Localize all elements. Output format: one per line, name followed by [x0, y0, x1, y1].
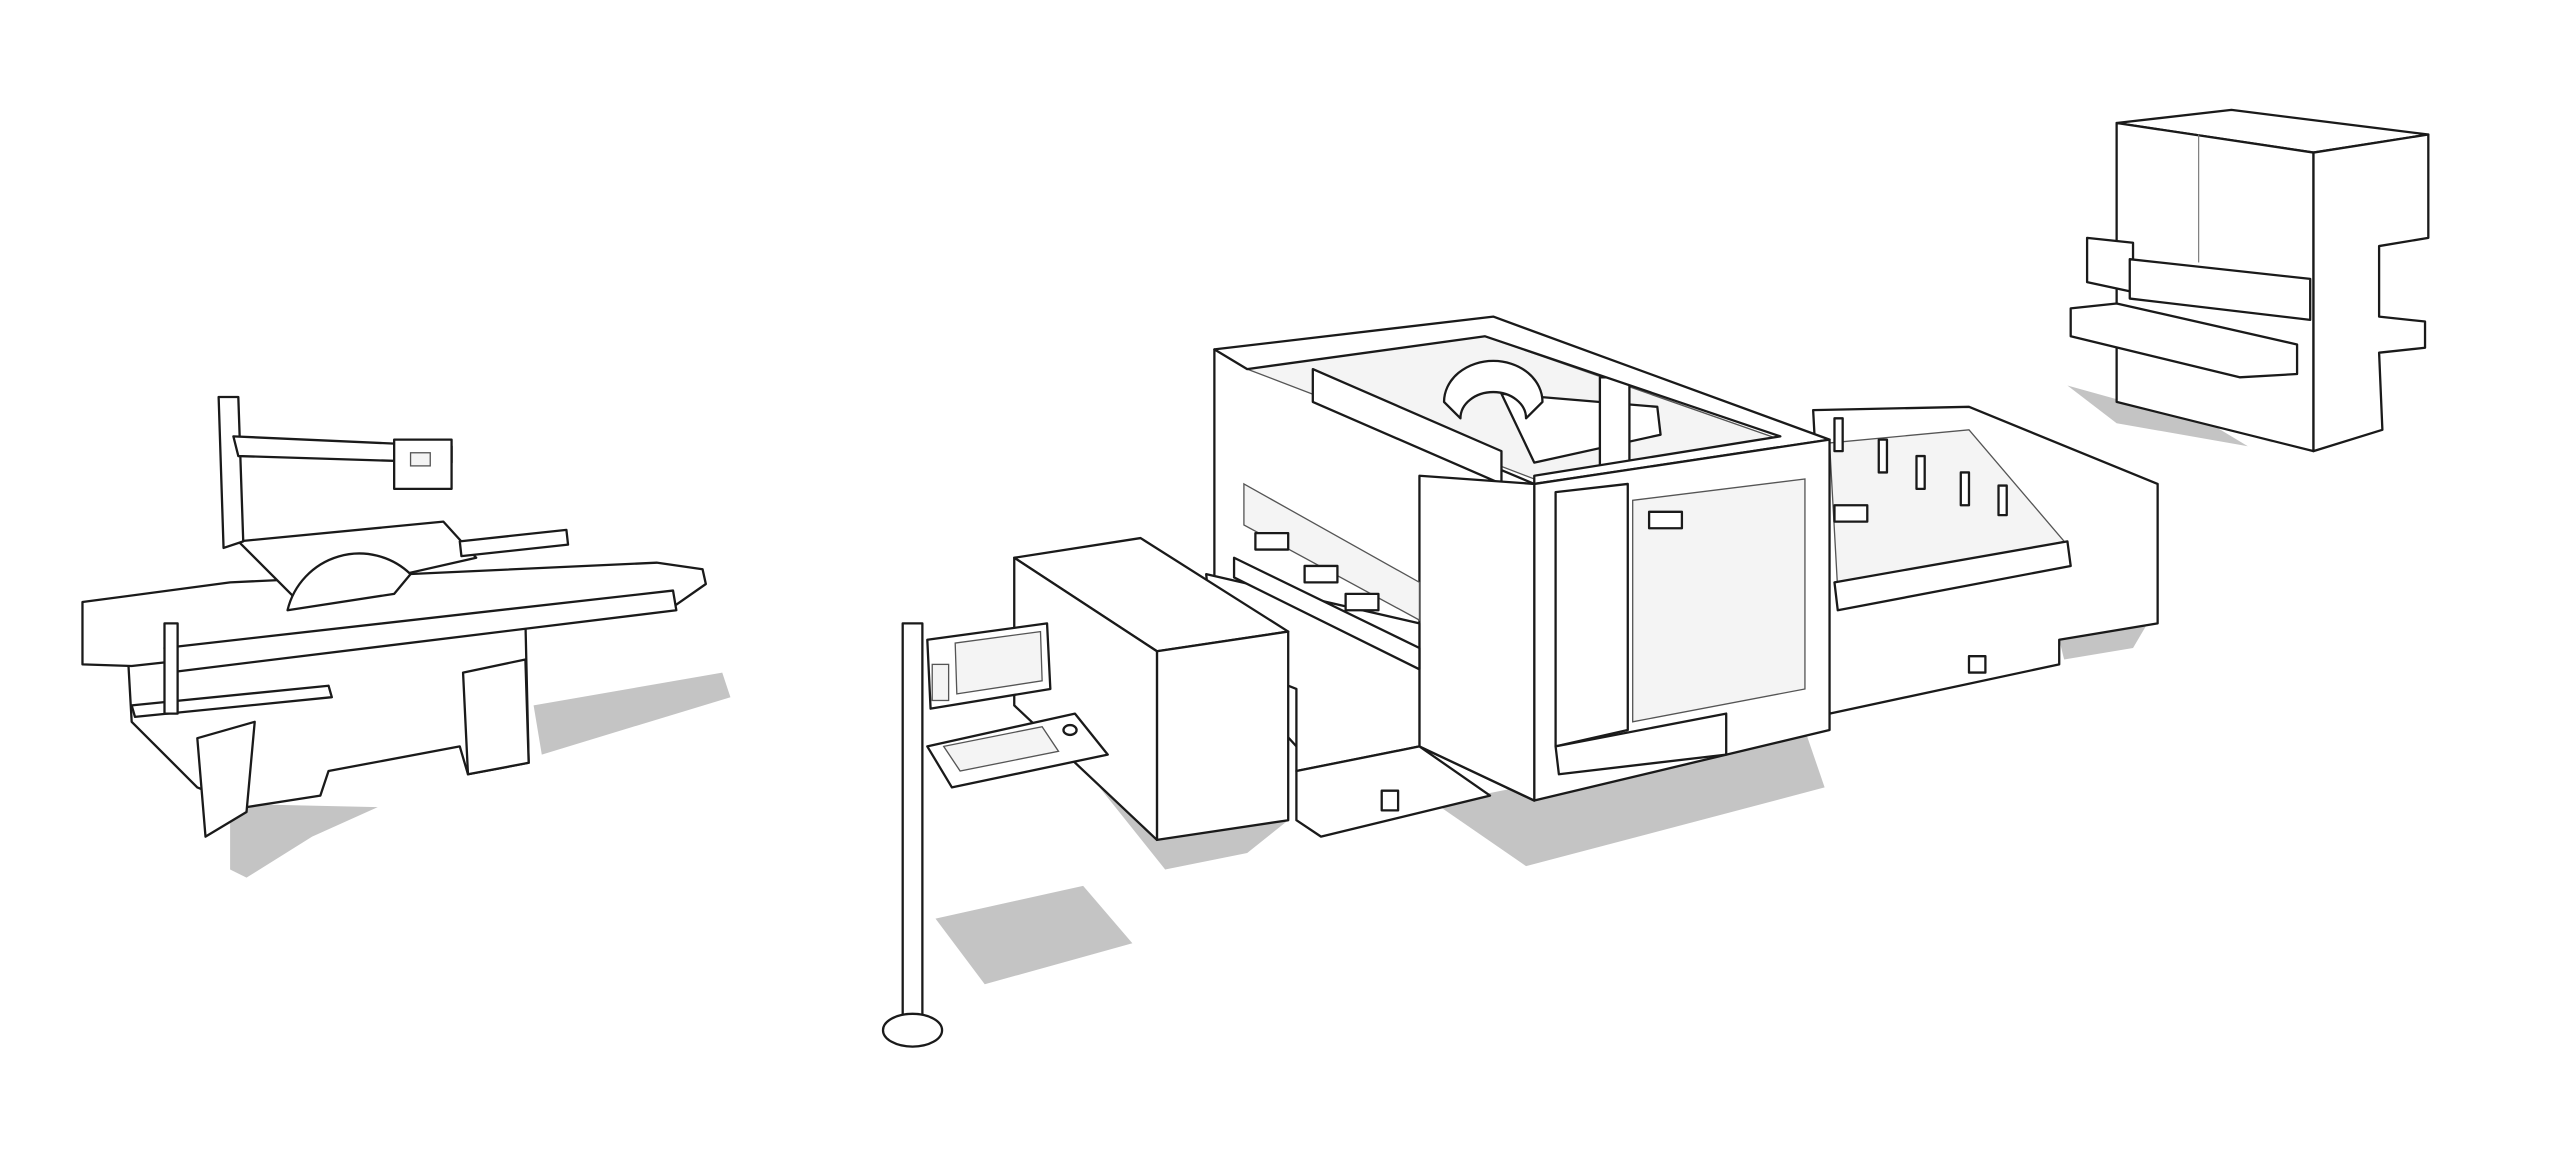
suction-cup [1254, 531, 1290, 551]
tool-holder [1915, 454, 1926, 491]
panel-saw-shadow [533, 672, 731, 755]
fence-stop [163, 622, 179, 715]
enclosure-top-frame [1213, 315, 1831, 486]
electrical-cabinet-front [1155, 630, 1290, 842]
tool-holder [1877, 438, 1889, 474]
console-pole [901, 622, 924, 1027]
cnc-shadow-main [1435, 730, 1825, 867]
operator-console [881, 622, 1133, 1048]
console-screen [954, 630, 1043, 695]
tool-holder [1959, 471, 1971, 507]
front-pillar [1418, 474, 1536, 802]
sander-infeed-table [2069, 302, 2299, 379]
panel-saw [81, 395, 731, 878]
left-table-rail [1232, 556, 1421, 671]
sander-control-panel [2085, 236, 2135, 294]
console-keypad [931, 663, 950, 702]
sander-side [2312, 133, 2430, 453]
wide-belt-sander [2067, 108, 2430, 453]
cnc-shadow-right [2059, 620, 2150, 660]
suction-cup [1833, 504, 1869, 523]
saw-cabinet-door [461, 658, 530, 776]
enclosure-door [1554, 482, 1629, 748]
cable-chain [1442, 359, 1544, 420]
vent-grille [1243, 482, 1421, 622]
right-table-socket [1967, 655, 1987, 674]
saw-blade [286, 552, 412, 612]
saw-display [409, 452, 431, 467]
tool-holder [1833, 417, 1844, 453]
suction-cup [1647, 510, 1684, 530]
crosscut-fence [130, 684, 333, 719]
mouse [1062, 723, 1078, 737]
vent-grille-panel [1243, 482, 1421, 622]
enclosure-window [1632, 478, 1806, 723]
saw-support-leg [196, 720, 256, 838]
panel-saw-leg-shadow [230, 803, 378, 878]
suction-cup [1344, 592, 1380, 612]
console-shadow [935, 885, 1133, 985]
enclosure-bottom-panel [1554, 712, 1728, 776]
suction-cup [1303, 564, 1339, 584]
base-socket [1380, 789, 1400, 812]
sander-head-band [2128, 258, 2312, 322]
saw-post [217, 395, 245, 550]
sander-shadow [2067, 385, 2248, 447]
right-table-rail [1833, 540, 2072, 612]
console-pole-base [881, 1012, 944, 1048]
tool-holder [1997, 484, 2008, 517]
tool-changer [1833, 417, 2008, 517]
keyboard [942, 725, 1060, 772]
rip-fence [458, 528, 570, 558]
cnc-machining-center [1013, 315, 2159, 870]
cnc-shadow-left [1066, 746, 1289, 870]
